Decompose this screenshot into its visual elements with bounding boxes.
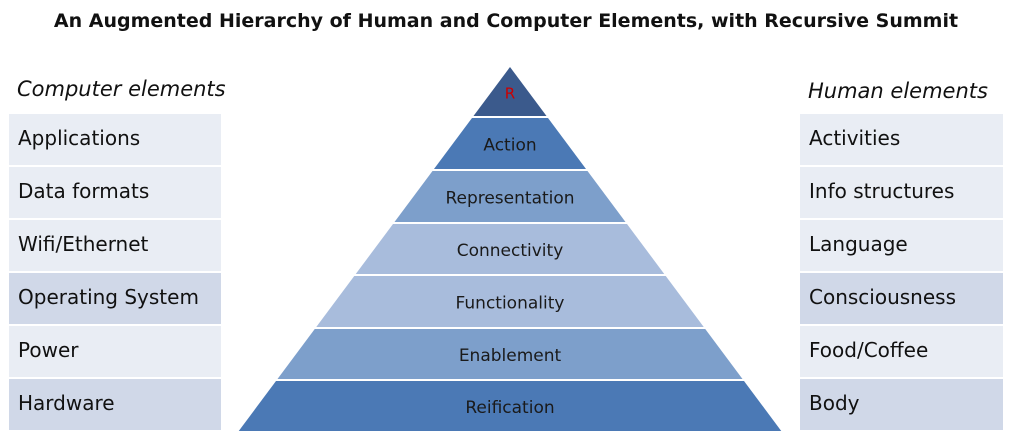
computer-element-wifi-ethernet: Wifi/Ethernet [9,220,221,271]
computer-element-power: Power [9,326,221,377]
pyramid-tier-label-functionality: Functionality [456,294,565,314]
pyramid-tier-reification [238,381,782,431]
computer-elements-list: Applications Data formats Wifi/Ethernet … [9,114,221,432]
human-element-body: Body [800,379,1003,430]
human-elements-list: Activities Info structures Language Cons… [800,114,1003,432]
computer-elements-heading: Computer elements [17,77,226,101]
computer-element-operating-system: Operating System [9,273,221,324]
pyramid-tier-functionality [316,276,704,327]
pyramid-summit [473,67,547,116]
human-element-consciousness: Consciousness [800,273,1003,324]
pyramid-summit-label: R [505,85,515,103]
computer-element-applications: Applications [9,114,221,165]
pyramid-tier-representation [394,171,626,222]
human-element-activities: Activities [800,114,1003,165]
human-elements-heading: Human elements [808,79,988,103]
human-element-info-structures: Info structures [800,167,1003,218]
human-element-food-coffee: Food/Coffee [800,326,1003,377]
human-element-language: Language [800,220,1003,271]
pyramid-tier-connectivity [355,224,665,274]
pyramid-tier-action [433,118,587,169]
pyramid-tier-label-reification: Reification [465,398,554,418]
pyramid-tier-label-action: Action [483,136,536,156]
computer-element-data-formats: Data formats [9,167,221,218]
pyramid-tier-label-representation: Representation [445,189,574,209]
pyramid-tier-label-enablement: Enablement [459,346,562,366]
pyramid-tier-label-connectivity: Connectivity [457,241,564,261]
pyramid-tier-enablement [277,329,743,379]
computer-element-hardware: Hardware [9,379,221,430]
diagram-title: An Augmented Hierarchy of Human and Comp… [53,10,959,32]
